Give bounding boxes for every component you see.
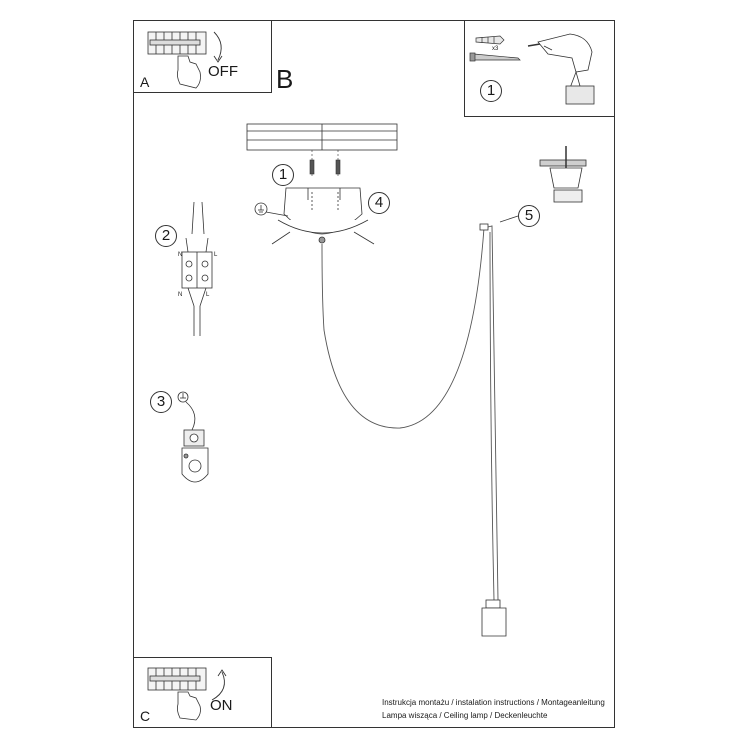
pendant-cable [321,225,499,601]
step-4-badge: 4 [368,192,390,214]
mounting-bar [246,123,398,151]
wall-plug-icon [475,35,505,45]
step-5-badge: 5 [518,205,540,227]
fuse-box-off-illustration [147,31,207,55]
lamp-shade [481,599,507,637]
footer-product-type: Lampa wisząca / Ceiling lamp / Deckenleu… [382,711,548,720]
arrow-up-icon [211,669,227,701]
live-bottom-label: L [206,292,210,298]
ceiling-hook [479,215,519,231]
switch-on-label: ON [210,697,233,714]
screws-to-bar [309,150,341,178]
ceiling-socket-detail [539,146,587,203]
switch-off-label: OFF [208,63,238,80]
ground-symbol-icon [254,202,289,217]
neutral-top-label: N [178,252,183,258]
terminal-block-diagram [181,201,213,336]
live-top-label: L [214,252,218,258]
ground-terminal-detail [177,391,209,483]
hand-icon [176,55,201,89]
step-3-badge: 3 [150,391,172,413]
hand-icon-c [176,691,201,721]
panel-c-letter: C [140,708,151,724]
tools-step-badge: 1 [480,80,502,102]
quantity-label: x3 [492,46,499,52]
fuse-box-on-illustration [147,667,207,691]
arrow-down-icon [213,31,223,63]
panel-a-letter: A [140,74,150,90]
drill-icon [527,33,595,105]
step-1-badge: 1 [272,164,294,186]
footer-instructions-title: Instrukcja montażu / instalation instruc… [382,698,605,707]
panel-b-letter: B [276,64,294,94]
step-2-badge: 2 [155,225,177,247]
screw-icon [469,52,521,62]
instruction-sheet-frame [133,20,615,728]
neutral-bottom-label: N [178,292,183,298]
ceiling-canopy [271,187,375,245]
